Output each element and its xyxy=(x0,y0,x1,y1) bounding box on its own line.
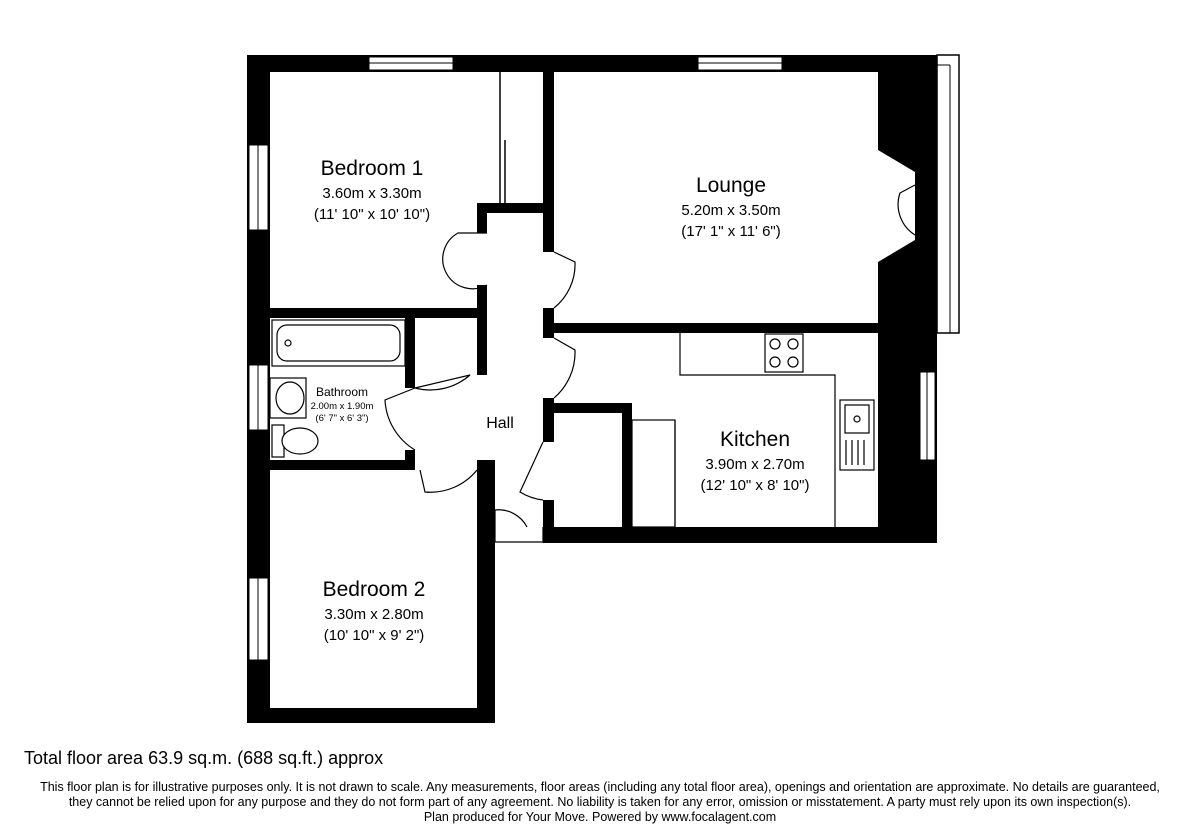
disclaimer: This floor plan is for illustrative purp… xyxy=(0,780,1200,825)
windows xyxy=(248,56,936,661)
hob xyxy=(764,333,804,373)
kitchen-name: Kitchen xyxy=(720,428,790,451)
bedroom2-metric: 3.30m x 2.80m xyxy=(324,606,423,623)
doors xyxy=(384,184,916,543)
floor-plan: Bedroom 1 3.60m x 3.30m (11' 10" x 10' 1… xyxy=(247,54,960,723)
kitchen-metric: 3.90m x 2.70m xyxy=(705,456,804,473)
disclaimer-line-1: This floor plan is for illustrative purp… xyxy=(40,780,1160,794)
bathroom-imperial: (6' 7" x 6' 3") xyxy=(315,413,368,424)
wardrobe xyxy=(499,72,506,205)
hall-name: Hall xyxy=(486,415,514,432)
wall-recess xyxy=(878,150,915,262)
kitchen-imperial: (12' 10" x 8' 10") xyxy=(701,477,810,494)
bathroom-name: Bathroom xyxy=(316,385,368,399)
kitchen-units xyxy=(631,333,836,528)
bedroom1-metric: 3.60m x 3.30m xyxy=(322,185,421,202)
bedroom2-name: Bedroom 2 xyxy=(323,578,426,601)
sink xyxy=(839,399,875,471)
total-floor-area: Total floor area 63.9 sq.m. (688 sq.ft.)… xyxy=(24,748,384,768)
disclaimer-line-2: they cannot be relied upon for any purpo… xyxy=(68,795,1132,809)
lounge-name: Lounge xyxy=(696,174,766,197)
bay-window xyxy=(936,54,960,334)
bedroom1-name: Bedroom 1 xyxy=(321,157,424,180)
bathroom-metric: 2.00m x 1.90m xyxy=(311,401,374,412)
disclaimer-line-3: Plan produced for Your Move. Powered by … xyxy=(423,810,777,824)
basin xyxy=(269,377,307,419)
bedroom2-imperial: (10' 10" x 9' 2") xyxy=(324,627,425,644)
bath xyxy=(271,319,406,367)
room-labels: Bedroom 1 3.60m x 3.30m (11' 10" x 10' 1… xyxy=(311,157,810,644)
toilet xyxy=(271,424,319,458)
lounge-metric: 5.20m x 3.50m xyxy=(681,202,780,219)
lounge-imperial: (17' 1" x 11' 6") xyxy=(681,223,780,240)
bedroom1-imperial: (11' 10" x 10' 10") xyxy=(314,206,430,223)
